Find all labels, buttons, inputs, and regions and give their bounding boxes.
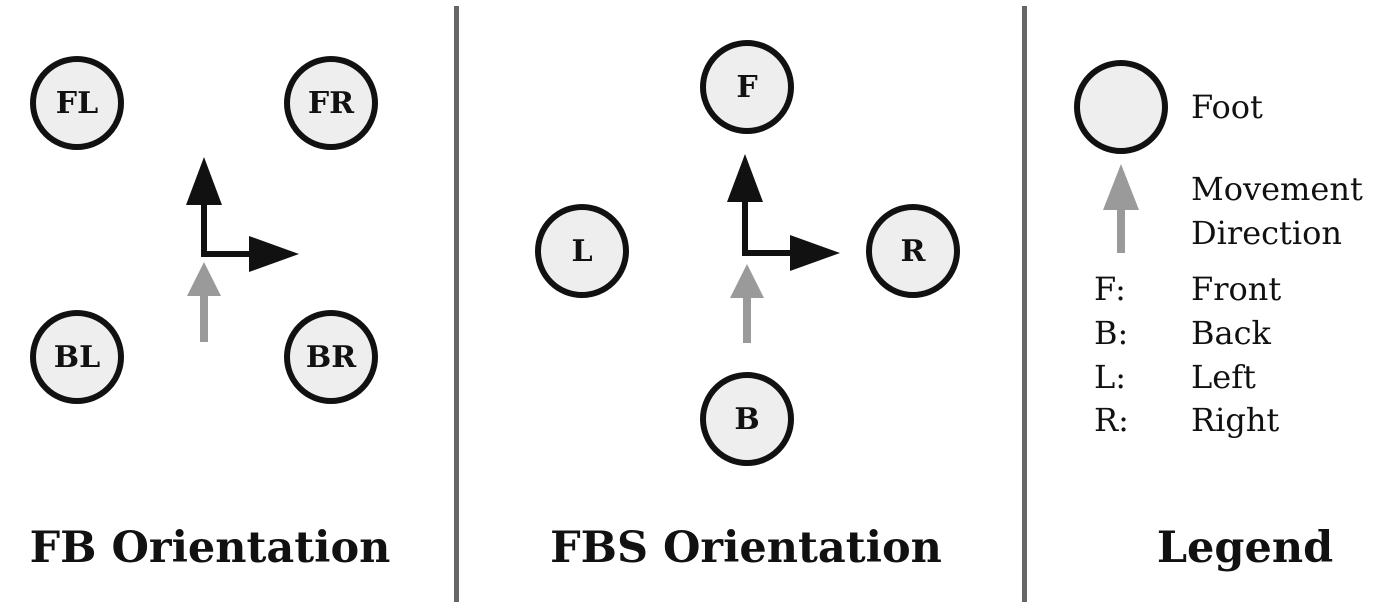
foot-label-right: R — [900, 233, 926, 269]
panel-divider-left — [454, 6, 459, 602]
panel-divider-right — [1022, 6, 1027, 602]
legend-value-left: Left — [1191, 358, 1256, 396]
legend-key-right: R: — [1094, 401, 1129, 439]
foot-front: F — [700, 40, 794, 134]
fbs-axis-arrows-icon — [727, 154, 840, 271]
foot-label-front: F — [736, 69, 758, 105]
legend-foot-label: Foot — [1191, 88, 1263, 126]
legend-value-back: Back — [1191, 314, 1271, 352]
foot-left: L — [535, 204, 629, 298]
foot-back-right: BR — [284, 310, 378, 404]
legend-key-left: L: — [1094, 358, 1127, 396]
legend-movement-label-line2: Direction — [1191, 214, 1343, 252]
foot-label-front-left: FL — [55, 85, 99, 121]
fb-axis-arrows-icon — [186, 157, 299, 272]
fb-orientation-title: FB Orientation — [29, 523, 391, 573]
legend-key-back: B: — [1094, 314, 1129, 352]
legend-movement-arrow-icon — [1103, 164, 1139, 253]
foot-back-left: BL — [30, 310, 124, 404]
foot-front-left: FL — [30, 56, 124, 150]
legend-key-front: F: — [1094, 270, 1126, 308]
foot-right: R — [866, 204, 960, 298]
legend-foot-swatch — [1074, 60, 1168, 154]
foot-label-back: B — [734, 401, 760, 437]
foot-label-left: L — [571, 233, 593, 269]
fbs-orientation-title: FBS Orientation — [550, 523, 942, 573]
fbs-movement-arrow-icon — [730, 264, 764, 343]
foot-back: B — [700, 372, 794, 466]
legend-title: Legend — [1156, 523, 1334, 573]
legend-value-front: Front — [1191, 270, 1282, 308]
legend-movement-label-line1: Movement — [1191, 170, 1363, 208]
foot-front-right: FR — [284, 56, 378, 150]
legend-value-right: Right — [1191, 401, 1280, 439]
fb-movement-arrow-icon — [187, 262, 221, 342]
foot-label-front-right: FR — [307, 85, 355, 121]
foot-label-back-right: BR — [305, 339, 357, 375]
foot-label-back-left: BL — [53, 339, 101, 375]
